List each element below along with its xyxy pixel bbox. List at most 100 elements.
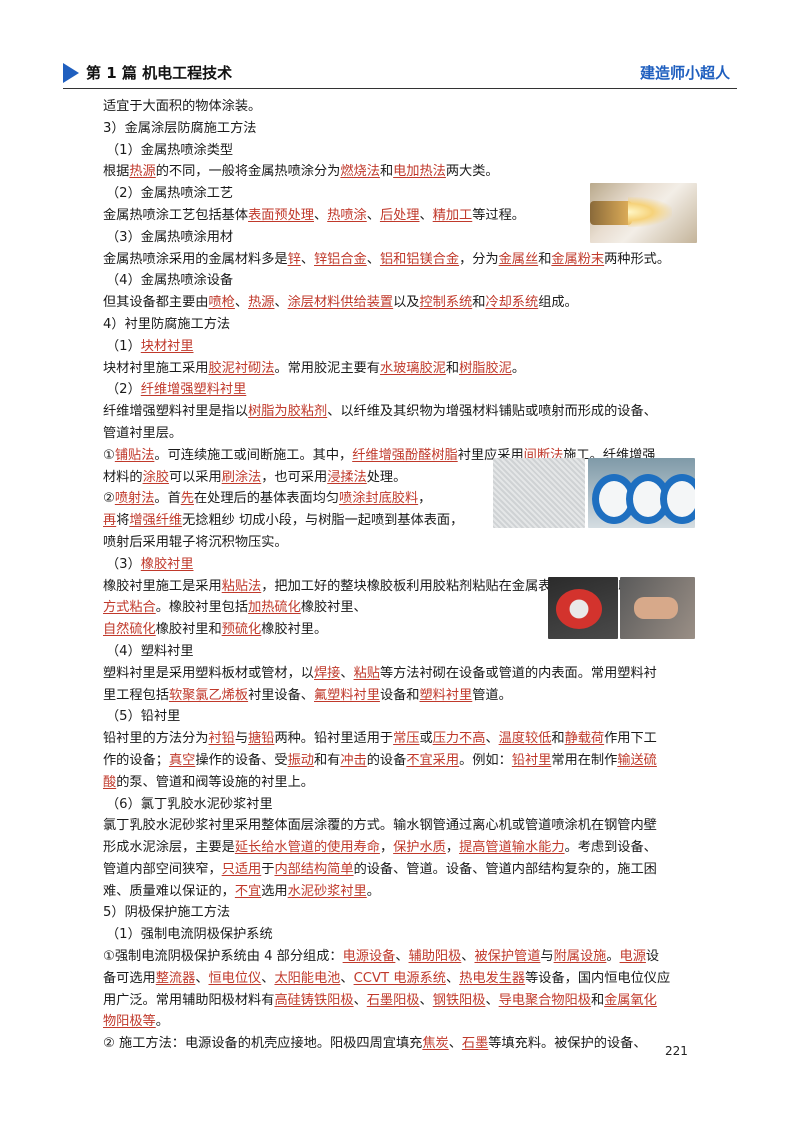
text-line: 4）衬里防腐施工方法	[103, 314, 698, 336]
text-segment: ，也可采用	[261, 469, 328, 485]
keyword: 铺贴法	[114, 447, 155, 463]
text-line: 但其设备都主要由喷枪、热源、涂层材料供给装置以及控制系统和冷却系统组成。	[103, 292, 698, 314]
text-line: 纤维增强塑料衬里是指以树脂为胶粘剂、以纤维及其织物为增强材料铺贴或喷射而形成的设…	[103, 401, 698, 423]
text-segment: 将	[116, 513, 130, 529]
keyword: 先	[180, 491, 194, 507]
keyword: 铅衬里	[511, 752, 552, 768]
text-line: 用广泛。常用辅助阳极材料有高硅铸铁阳极、石墨阳极、钢铁阳极、导电聚合物阳极和金属…	[103, 990, 698, 1012]
text-segment: （6）氯丁乳胶水泥砂浆衬里	[106, 796, 273, 812]
text-segment: 作用下工	[604, 731, 657, 747]
text-segment: 、	[340, 665, 354, 681]
text-segment: （1）	[106, 338, 141, 354]
text-segment: 根据	[103, 164, 130, 180]
keyword: 纤维增强酚醛树脂	[352, 447, 458, 463]
text-segment: ，	[445, 840, 460, 856]
text-segment: 等填充料。被保护的设备、	[488, 1036, 647, 1052]
text-segment: 。例如：	[459, 752, 512, 768]
text-segment: 5）阴极保护施工方法	[103, 905, 231, 921]
text-segment: 和	[538, 251, 552, 267]
text-segment: 橡胶衬里。	[261, 622, 328, 638]
keyword: 刷涂法	[221, 469, 262, 485]
text-line: ②喷射法。首先在处理后的基体表面均匀喷涂封底胶料，	[103, 488, 698, 510]
keyword: 粘贴	[353, 665, 380, 681]
text-segment: 管道衬里层。	[103, 425, 183, 441]
keyword: 冷却系统	[485, 295, 539, 311]
keyword: 增强纤维	[129, 513, 183, 529]
text-segment: 橡胶衬里施工是采用	[103, 578, 222, 594]
text-line: 3）金属涂层防腐施工方法	[103, 118, 698, 140]
keyword: 延长给水管道的使用寿命	[234, 840, 380, 856]
keyword: 喷涂封底胶料	[339, 491, 419, 507]
keyword: 锌铝合金	[314, 251, 367, 267]
text-line: （1）金属热喷涂类型	[103, 140, 698, 162]
text-segment: 、	[340, 970, 354, 986]
rubber-sheet-application-photo	[620, 577, 695, 639]
brand-name: 建造师小超人	[639, 64, 730, 82]
text-segment: 常用在制作	[551, 752, 618, 768]
text-segment: 橡胶衬里和	[155, 622, 222, 638]
text-segment: 用广泛。常用辅助阳极材料有	[103, 992, 275, 1008]
text-segment: 两种形式。	[604, 251, 671, 267]
header-triangle-icon	[63, 63, 79, 83]
keyword: 焦炭	[422, 1036, 449, 1052]
spray-gun-shape	[590, 201, 632, 225]
text-segment: 、	[314, 207, 328, 223]
keyword: 输送硫	[617, 752, 657, 768]
keyword: 氟塑料衬里	[314, 687, 380, 703]
lined-pipes-photo	[588, 458, 695, 528]
text-segment: 、	[419, 207, 433, 223]
keyword: 浸揉法	[327, 469, 367, 485]
text-segment: ，	[418, 491, 432, 507]
text-segment: 。	[155, 1014, 169, 1030]
text-segment: 衬里设备、	[248, 687, 314, 703]
keyword: 喷枪	[208, 295, 235, 311]
keyword: 喷射法	[114, 491, 155, 507]
keyword: 水玻璃胶泥	[379, 360, 446, 376]
keyword: 恒电位仪	[208, 970, 262, 986]
text-segment: 里工程包括	[103, 687, 169, 703]
keyword: 铝和铝镁合金	[379, 251, 460, 267]
keyword: 石墨	[461, 1036, 489, 1052]
text-segment: 无捻粗纱 切成小段，与树脂一起喷到基体表面，	[182, 513, 464, 529]
thermal-spray-photo	[590, 183, 697, 243]
text-segment: 和	[379, 164, 394, 180]
keyword: 钢铁阳极	[432, 992, 486, 1008]
text-segment: （3）	[106, 556, 141, 572]
keyword: 精加工	[432, 207, 473, 223]
keyword: 只适用	[221, 861, 262, 877]
text-line: 块材衬里施工采用胶泥衬砌法。常用胶泥主要有水玻璃胶泥和树脂胶泥。	[103, 358, 698, 380]
keyword: 热源	[248, 295, 275, 311]
page-body: 适宜于大面积的物体涂装。3）金属涂层防腐施工方法（1）金属热喷涂类型根据热源的不…	[103, 96, 698, 1055]
text-segment: 可以采用	[168, 469, 222, 485]
text-line: 管道内部空间狭窄，只适用于内部结构简单的设备、管道。设备、管道内部结构复杂的，施…	[103, 859, 698, 881]
keyword: 软聚氯乙烯板	[168, 687, 249, 703]
text-line: （2）纤维增强塑料衬里	[103, 379, 698, 401]
text-line: 管道衬里层。	[103, 423, 698, 445]
keyword: 涂胶	[142, 469, 169, 485]
keyword: 石墨阳极	[366, 992, 420, 1008]
text-line: 自然硫化橡胶衬里和预硫化橡胶衬里。	[103, 619, 698, 641]
text-segment: 选用	[261, 883, 288, 899]
keyword: 不宜	[234, 883, 262, 899]
keyword: 内部结构简单	[274, 861, 354, 877]
text-segment: （2）	[106, 382, 141, 398]
text-segment: 、	[448, 1036, 462, 1052]
text-segment: （1）金属热喷涂类型	[106, 142, 234, 158]
keyword: 树脂为胶粘剂	[248, 404, 328, 420]
text-segment: 与	[234, 731, 249, 747]
text-segment: 两大类。	[445, 164, 499, 180]
text-segment: 金属热喷涂工艺包括基体	[103, 207, 249, 223]
text-segment: 、	[234, 295, 249, 311]
text-segment: ①强制电流阴极保护系统由 4 部分组成：	[103, 949, 343, 965]
text-segment: （5）铅衬里	[106, 709, 181, 725]
text-segment: 金属热喷涂采用的金属材料多是	[103, 251, 288, 267]
keyword: 酸	[103, 774, 117, 790]
text-line: 作的设备；真空操作的设备、受振动和有冲击的设备不宜采用。例如：铅衬里常用在制作输…	[103, 750, 698, 772]
keyword: 被保护管道	[474, 949, 541, 965]
text-segment: （4）塑料衬里	[106, 643, 194, 659]
text-line: ①强制电流阴极保护系统由 4 部分组成：电源设备、辅助阳极、被保护管道与附属设施…	[103, 946, 698, 968]
spray-flame-shape	[628, 197, 672, 227]
text-line: （6）氯丁乳胶水泥砂浆衬里	[103, 794, 698, 816]
text-segment: 、	[419, 992, 433, 1008]
keyword: 锌	[287, 251, 301, 267]
